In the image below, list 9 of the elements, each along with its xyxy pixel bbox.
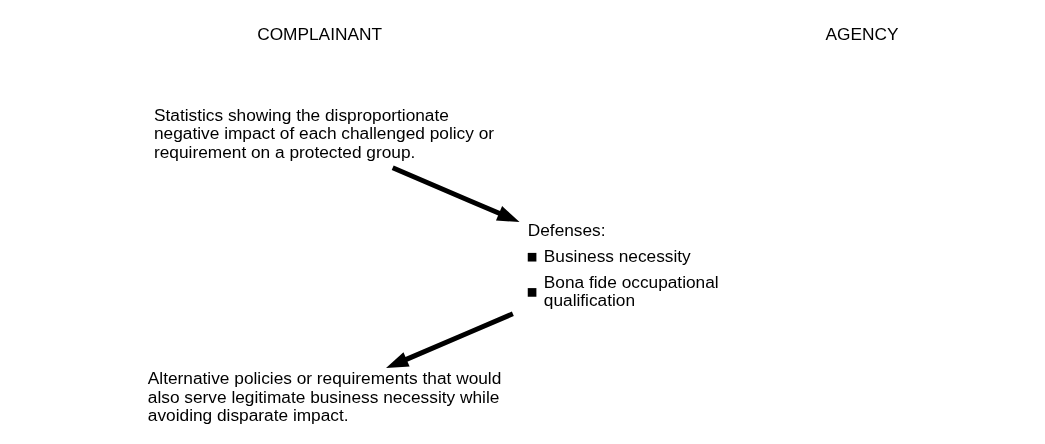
node-label: Defenses: (527, 219, 606, 240)
arrow (391, 165, 520, 223)
label: AGENCY (825, 24, 899, 45)
node-label: Bona fide occupational qualification (543, 271, 719, 311)
arrow (386, 311, 514, 369)
node-text: Statistics showing the disproportionate negative impact of each challenged policy or requirement on a protected group. (154, 104, 495, 162)
label: COMPLAINANT (257, 24, 382, 45)
node-text: Alternative policies or requirements that would also serve legitimate business necessity while avoiding disparate impact. (147, 368, 502, 426)
node-label: Business necessity (543, 245, 691, 266)
